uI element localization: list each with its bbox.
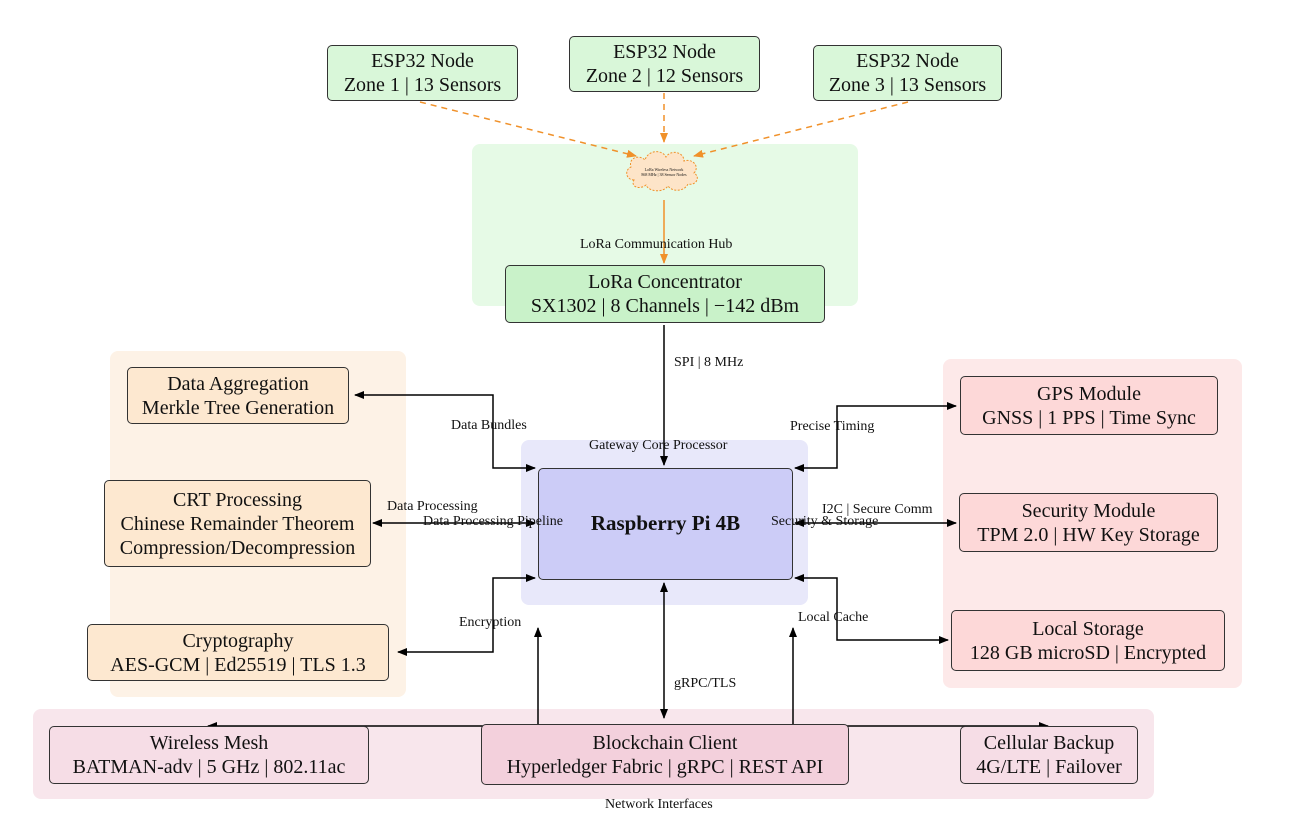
security-module-box: Security Module TPM 2.0 | HW Key Storage: [959, 493, 1218, 552]
aggregation-link-arrow: [354, 391, 536, 472]
data-bundles-label: Data Bundles: [451, 418, 527, 433]
node-detail: Zone 2 | 12 Sensors: [585, 65, 744, 87]
core-inner-right-label: Security & Storage: [771, 514, 879, 529]
cloud-label-line2: 868 MHz | 38 Sensor Nodes: [641, 171, 687, 177]
gps-title: GPS Module: [1037, 382, 1141, 405]
cellular-detail: 4G/LTE | Failover: [976, 756, 1122, 778]
core-caption: Gateway Core Processor: [589, 438, 728, 453]
crt-detail: Chinese Remainder Theorem: [120, 512, 355, 535]
gps-detail: GNSS | 1 PPS | Time Sync: [982, 406, 1196, 429]
cellular-backup-box: Cellular Backup 4G/LTE | Failover: [960, 726, 1138, 784]
wireless-mesh-box: Wireless Mesh BATMAN-adv | 5 GHz | 802.1…: [49, 726, 369, 784]
precise-timing-label: Precise Timing: [790, 419, 875, 434]
crt-processing-box: CRT Processing Chinese Remainder Theorem…: [104, 480, 371, 567]
gps-module-box: GPS Module GNSS | 1 PPS | Time Sync: [960, 376, 1218, 435]
encryption-label: Encryption: [459, 615, 522, 630]
aggregation-title: Data Aggregation: [167, 372, 309, 395]
esp32-node-zone-1: ESP32 Node Zone 1 | 13 Sensors: [327, 45, 518, 101]
core-inner-left-label: Data Processing Pipeline: [423, 514, 563, 529]
crt-detail-2: Compression/Decompression: [119, 536, 356, 559]
grpc-label: gRPC/TLS: [674, 676, 737, 691]
gps-link-arrow: [794, 402, 957, 472]
crypto-title: Cryptography: [182, 629, 294, 652]
esp32-node-zone-3: ESP32 Node Zone 3 | 13 Sensors: [813, 45, 1002, 101]
data-processing-label: Data Processing: [387, 499, 478, 514]
lora-concentrator: LoRa Concentrator SX1302 | 8 Channels | …: [505, 265, 825, 323]
local-cache-label: Local Cache: [798, 610, 869, 625]
storage-detail: 128 GB microSD | Encrypted: [969, 641, 1207, 664]
aggregation-detail: Merkle Tree Generation: [141, 396, 335, 419]
node-detail: Zone 3 | 13 Sensors: [828, 74, 987, 96]
network-interfaces-caption: Network Interfaces: [605, 797, 713, 812]
spi-label: SPI | 8 MHz: [674, 355, 744, 370]
esp1-to-cloud-arrow: [419, 101, 637, 158]
lora-hub-caption: LoRa Communication Hub: [580, 237, 733, 252]
i2c-label: I2C | Secure Comm: [822, 502, 933, 517]
concentrator-title: LoRa Concentrator: [588, 271, 742, 293]
node-title: ESP32 Node: [613, 41, 716, 63]
raspberry-pi-processor: Raspberry Pi 4B: [538, 468, 793, 580]
crt-title: CRT Processing: [173, 488, 302, 511]
security-detail: TPM 2.0 | HW Key Storage: [977, 523, 1200, 546]
mesh-title: Wireless Mesh: [149, 732, 269, 754]
storage-link-arrow: [794, 574, 949, 644]
cloud-label-line1: LoRa Wireless Network: [644, 167, 684, 172]
esp32-node-zone-2: ESP32 Node Zone 2 | 12 Sensors: [569, 36, 760, 92]
cloud-label: LoRa Wireless Network 868 MHz | 38 Senso…: [634, 167, 694, 178]
processor-title: Raspberry Pi 4B: [590, 511, 741, 536]
blockchain-client-box: Blockchain Client Hyperledger Fabric | g…: [481, 724, 849, 785]
storage-title: Local Storage: [1032, 617, 1144, 640]
data-aggregation-box: Data Aggregation Merkle Tree Generation: [127, 367, 349, 424]
node-detail: Zone 1 | 13 Sensors: [343, 74, 502, 96]
security-title: Security Module: [1021, 499, 1156, 522]
node-title: ESP32 Node: [856, 50, 959, 72]
cryptography-box: Cryptography AES-GCM | Ed25519 | TLS 1.3: [87, 624, 389, 681]
cloud-icon: [626, 151, 698, 192]
esp3-to-cloud-arrow: [693, 101, 909, 158]
blockchain-title: Blockchain Client: [592, 731, 738, 754]
blockchain-detail: Hyperledger Fabric | gRPC | REST API: [506, 755, 824, 778]
local-storage-box: Local Storage 128 GB microSD | Encrypted: [951, 610, 1225, 671]
concentrator-detail: SX1302 | 8 Channels | −142 dBm: [530, 295, 800, 317]
crypto-detail: AES-GCM | Ed25519 | TLS 1.3: [110, 653, 366, 676]
cellular-title: Cellular Backup: [983, 732, 1115, 754]
node-title: ESP32 Node: [371, 50, 474, 72]
mesh-detail: BATMAN-adv | 5 GHz | 802.11ac: [72, 756, 346, 778]
